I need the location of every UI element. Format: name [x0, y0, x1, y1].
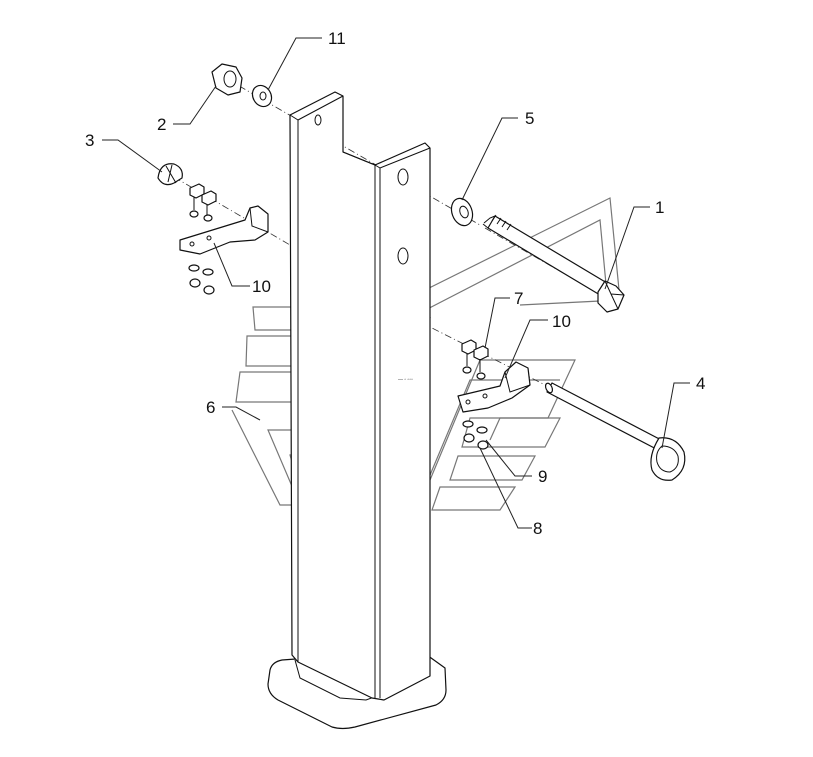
- callout-8: 8: [533, 519, 542, 538]
- washer-small: [251, 84, 273, 108]
- callout-9: 9: [538, 467, 547, 486]
- washer-large: [450, 197, 474, 227]
- hex-nut: [211, 63, 243, 96]
- callout-3: 3: [85, 131, 94, 150]
- callout-1: 1: [655, 198, 664, 217]
- locking-clip: [157, 163, 183, 186]
- long-bolt: [482, 214, 625, 313]
- leader-lines: [102, 37, 690, 529]
- callout-labels: 1 2 3 4 5 6 7 8 9 10 10 11: [85, 29, 705, 538]
- callout-4: 4: [696, 374, 705, 393]
- ring-pin: [544, 382, 686, 481]
- support-column: — ▫ ▫▫▫: [289, 91, 431, 701]
- callout-10-lower: 10: [552, 312, 571, 331]
- callout-6: 6: [206, 398, 215, 417]
- callout-10-upper: 10: [252, 277, 271, 296]
- svg-text:— ▫ ▫▫▫: — ▫ ▫▫▫: [398, 377, 413, 383]
- callout-2: 2: [157, 115, 166, 134]
- callout-7: 7: [514, 289, 523, 308]
- bracket-upper: [179, 183, 269, 295]
- bracket-lower: [457, 339, 531, 450]
- callout-11: 11: [328, 29, 346, 48]
- callout-5: 5: [525, 109, 534, 128]
